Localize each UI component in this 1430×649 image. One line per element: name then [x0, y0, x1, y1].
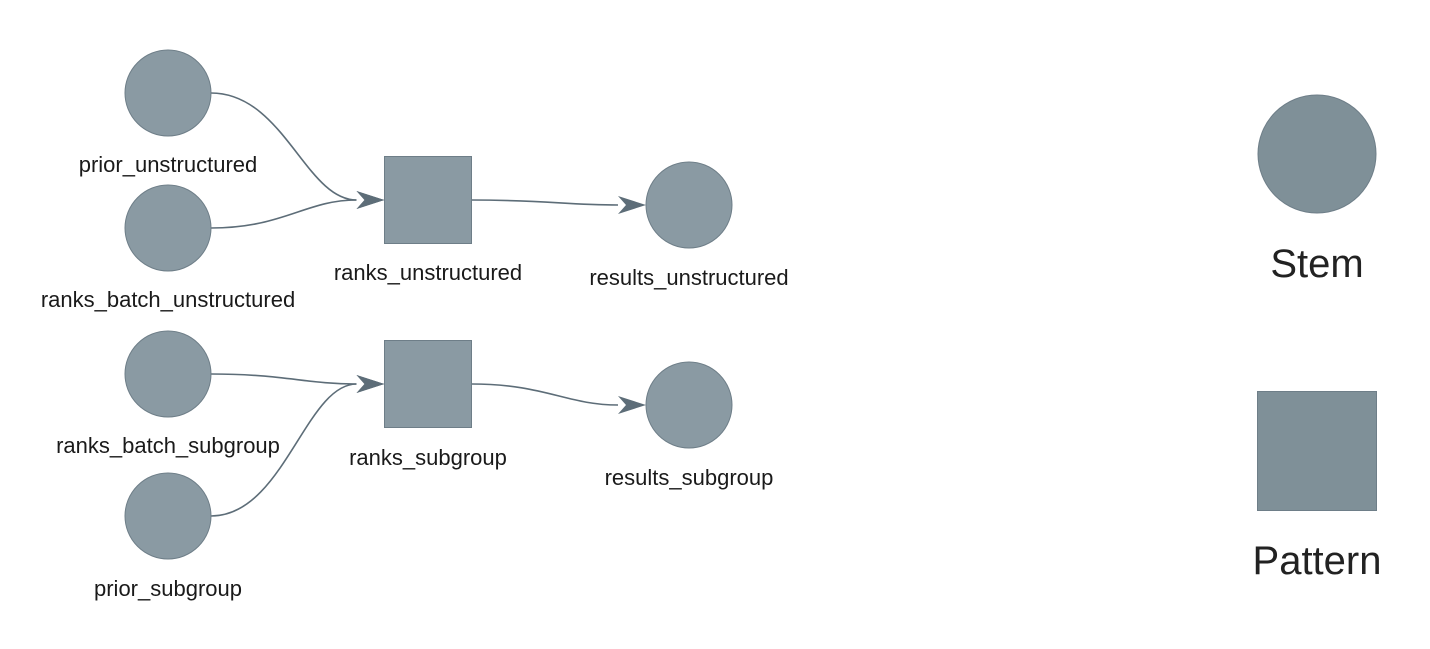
legend-label: Pattern	[1253, 539, 1382, 583]
graph-node-results-unstructured[interactable]: results_unstructured	[589, 161, 789, 290]
nodes-layer: prior_unstructured ranks_batch_unstructur…	[41, 49, 789, 601]
graph-node-ranks-batch-unstructured[interactable]: ranks_batch_unstructured	[41, 184, 295, 312]
legend-item-stem: Stem	[1257, 94, 1377, 286]
node-label: prior_unstructured	[79, 152, 258, 177]
graph-node-ranks-unstructured[interactable]: ranks_unstructured	[334, 156, 522, 286]
edge-line	[210, 373, 357, 385]
stem-node-circle	[124, 472, 212, 560]
legend-square-icon	[1257, 391, 1377, 511]
legend-label: Stem	[1270, 242, 1363, 286]
edge	[210, 191, 385, 229]
edge-line	[210, 383, 357, 517]
node-label: ranks_subgroup	[349, 445, 507, 470]
edge	[210, 92, 385, 209]
stem-node-circle	[645, 161, 733, 249]
node-label: ranks_batch_subgroup	[56, 433, 280, 458]
stem-node-circle	[124, 330, 212, 418]
node-label: prior_subgroup	[94, 576, 242, 601]
pattern-node-square	[384, 156, 472, 244]
graph-node-prior-unstructured[interactable]: prior_unstructured	[79, 49, 258, 177]
graph-node-prior-subgroup[interactable]: prior_subgroup	[94, 472, 242, 601]
graph-node-ranks-subgroup[interactable]: ranks_subgroup	[349, 340, 507, 471]
legend-item-pattern: Pattern	[1253, 391, 1382, 583]
arrowhead	[356, 375, 385, 393]
node-label: ranks_unstructured	[334, 260, 522, 285]
node-label: results_subgroup	[605, 465, 774, 490]
edge-line	[471, 199, 619, 206]
edges-layer	[210, 92, 646, 517]
graph-node-results-subgroup[interactable]: results_subgroup	[605, 361, 774, 490]
arrowhead	[618, 196, 646, 214]
stem-node-circle	[645, 361, 733, 449]
node-label: ranks_batch_unstructured	[41, 287, 295, 312]
pattern-node-square	[384, 340, 472, 428]
arrowhead	[618, 396, 646, 414]
node-label: results_unstructured	[589, 265, 788, 290]
edge-line	[210, 92, 357, 201]
edge-line	[471, 383, 619, 406]
edge-line	[210, 199, 357, 229]
edge	[471, 383, 646, 414]
stem-node-circle	[124, 184, 212, 272]
arrowhead	[356, 191, 385, 209]
edge	[471, 196, 646, 214]
graph-node-ranks-batch-subgroup[interactable]: ranks_batch_subgroup	[56, 330, 280, 458]
edge	[210, 375, 385, 517]
legend-circle-icon	[1257, 94, 1377, 214]
stem-node-circle	[124, 49, 212, 137]
